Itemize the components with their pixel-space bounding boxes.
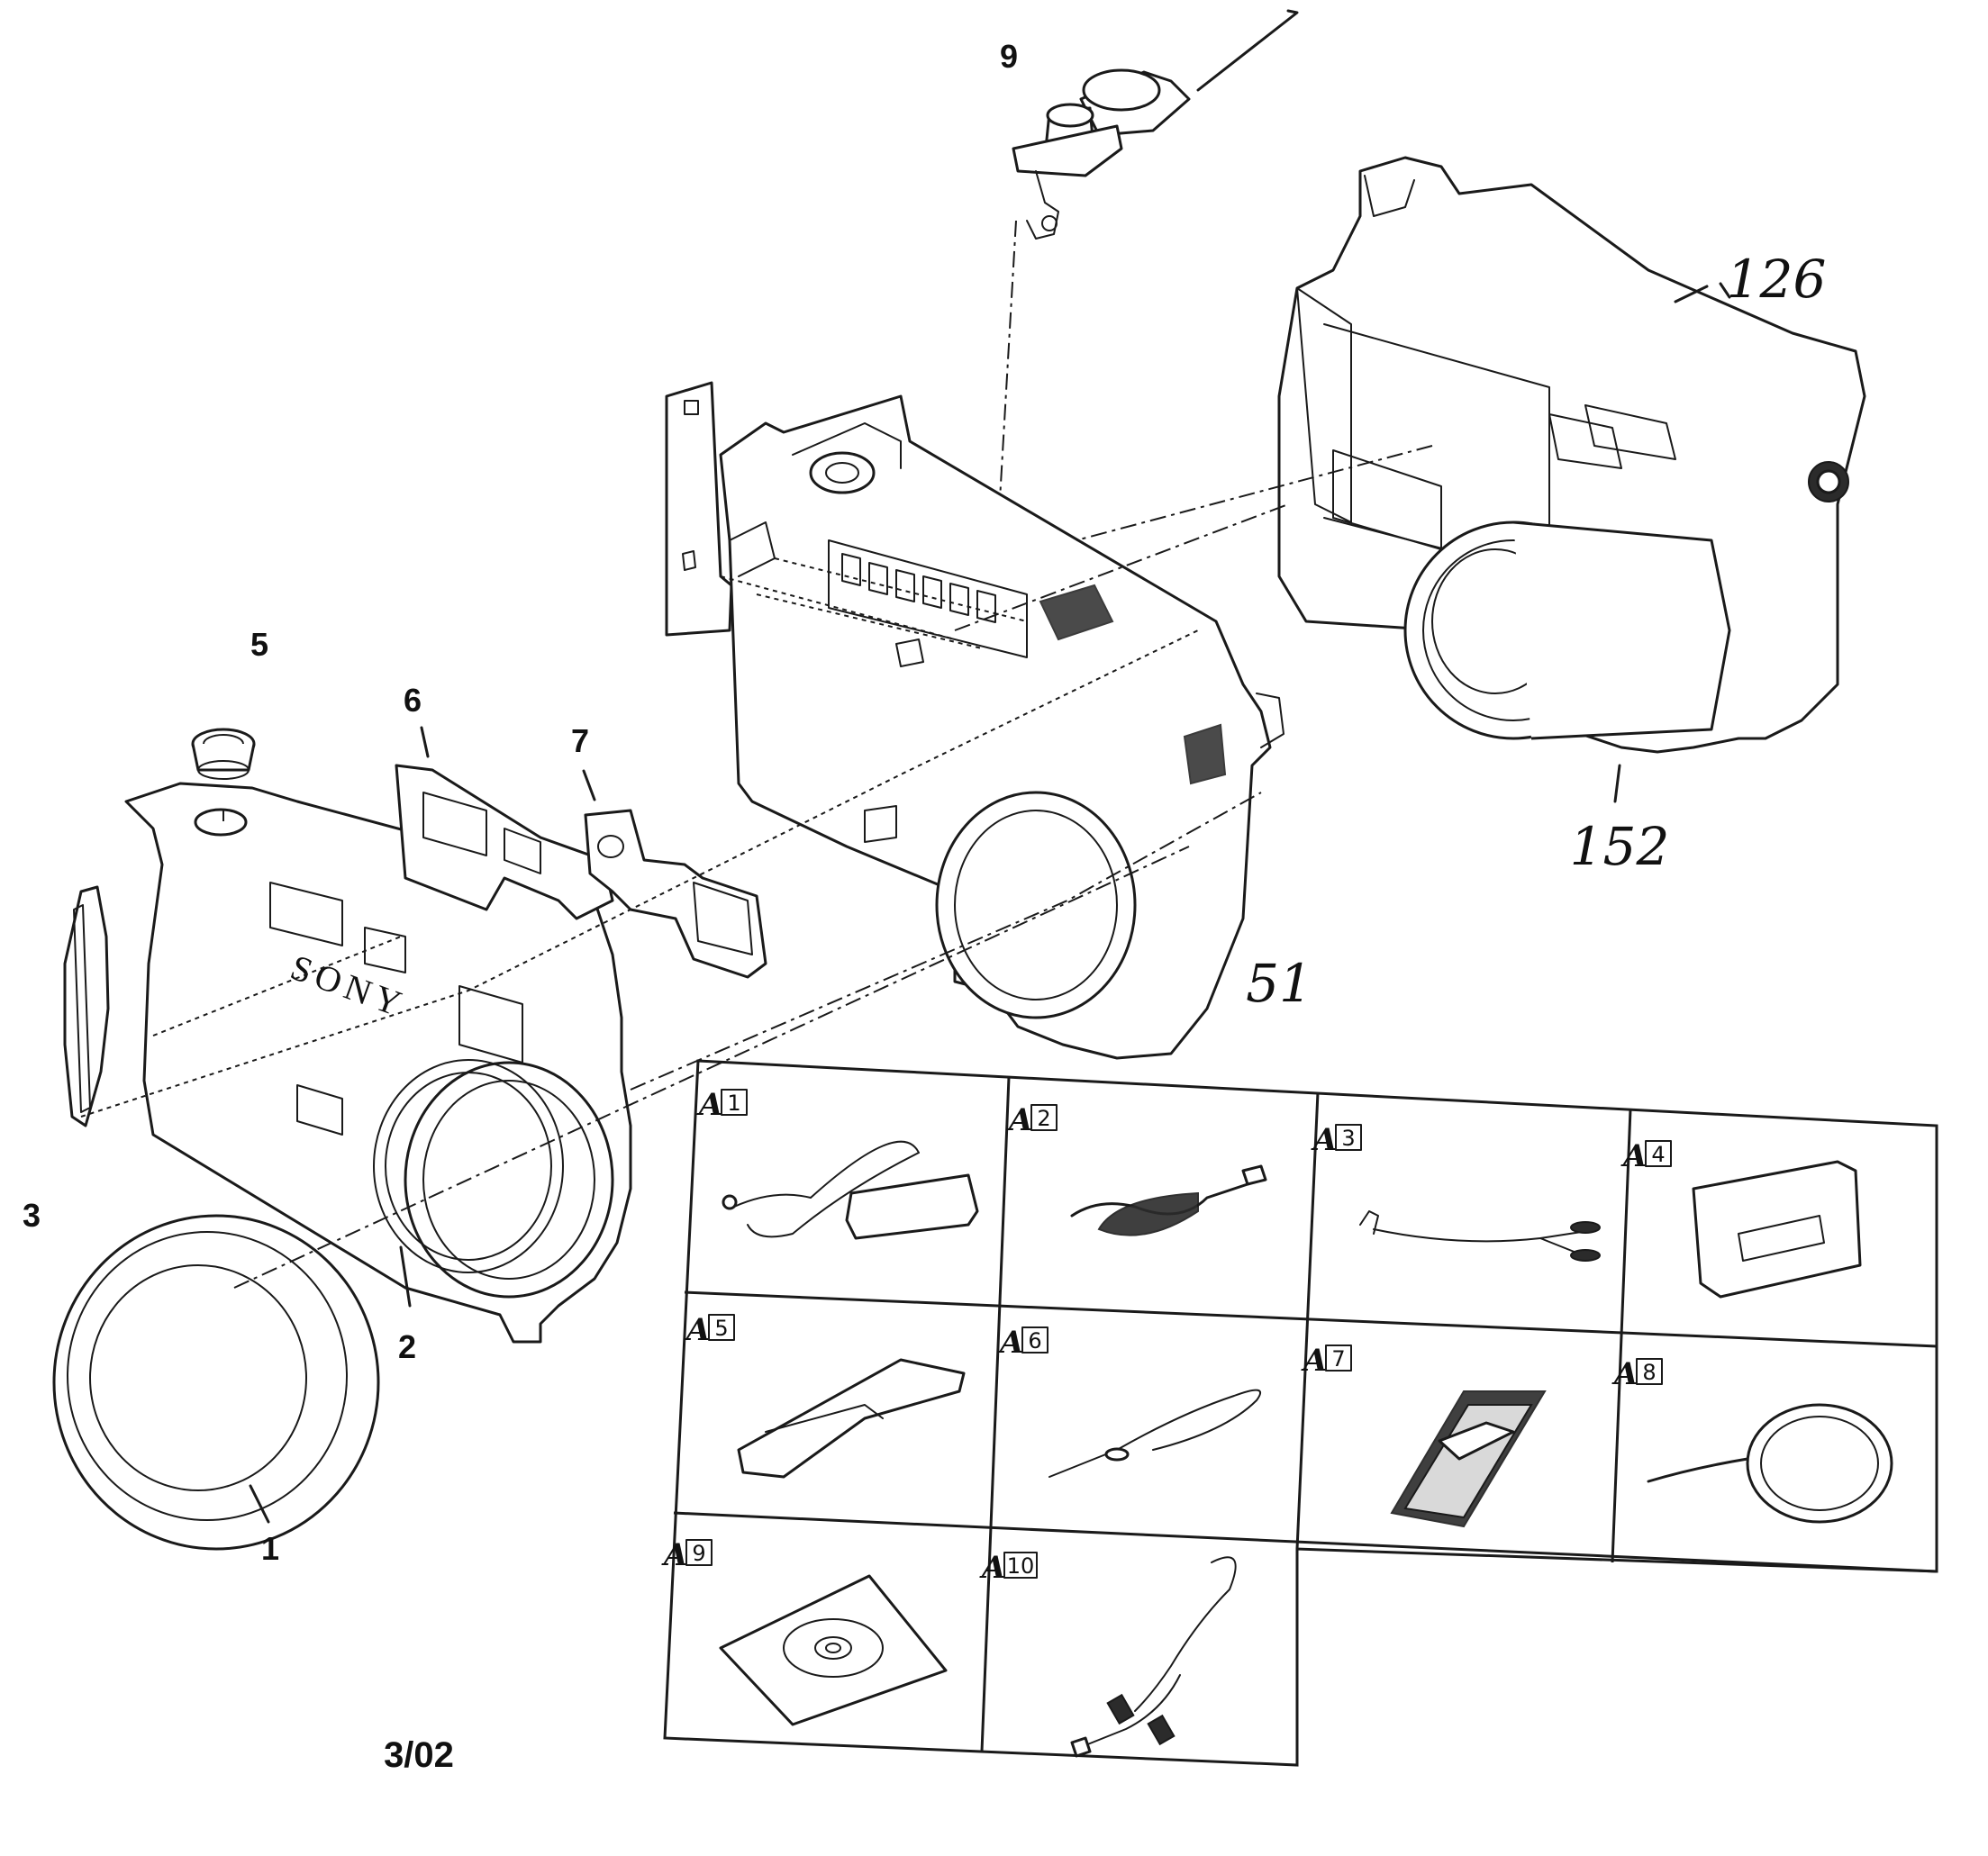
acc-label-7: A 7 [1301,1343,1352,1379]
acc-label-4: A 4 [1620,1138,1672,1174]
part-2-lens-ring-inner [373,1059,564,1308]
part-9-flash-assembly [999,9,1299,501]
svg-text:A: A [1620,1138,1647,1174]
svg-text:2: 2 [1037,1106,1050,1131]
part-7-window-plate [582,769,767,979]
svg-text:8: 8 [1642,1360,1656,1385]
accessory-5-strap [737,1358,966,1479]
part-152-lens-block [1076,156,1866,803]
accessory-7-memory-stick [1390,1390,1547,1528]
svg-text:A: A [1311,1122,1337,1158]
part-1-lens-ring [52,1214,380,1551]
svg-text:A: A [661,1537,687,1573]
label-part-5: 5 [250,626,268,663]
accessory-2-power-cord [1070,1164,1267,1236]
accessory-9-cd-rom [719,1574,948,1726]
accessory-8-lens-cap [1647,1403,1893,1524]
acc-label-2: A 2 [1006,1102,1058,1138]
label-part-152: 152 [1570,816,1670,877]
svg-text:4: 4 [1651,1142,1665,1167]
acc-label-10: A 10 [979,1550,1038,1586]
acc-label-5: A 5 [684,1312,735,1348]
svg-text:A: A [1611,1356,1638,1392]
svg-text:A: A [997,1325,1023,1361]
svg-text:A: A [1301,1343,1327,1379]
svg-text:A: A [1006,1102,1032,1138]
alignment-lines [80,503,1289,1289]
acc-label-3: A 3 [1311,1122,1362,1158]
svg-text:10: 10 [1007,1553,1035,1579]
label-part-2: 2 [398,1328,416,1365]
acc-label-8: A 8 [1611,1356,1663,1392]
date-code: 3/02 [384,1735,454,1775]
acc-label-1: A 1 [696,1087,748,1123]
svg-text:A: A [696,1087,722,1123]
svg-text:6: 6 [1028,1328,1041,1354]
label-part-3: 3 [23,1197,41,1234]
acc-label-6: A 6 [997,1325,1048,1361]
label-part-51: 51 [1246,953,1312,1014]
svg-text:3: 3 [1341,1126,1355,1151]
svg-text:A: A [684,1312,710,1348]
part-5-eyepiece [191,728,256,812]
label-part-126: 126 [1727,249,1827,310]
svg-text:7: 7 [1331,1346,1345,1372]
label-part-6: 6 [404,682,422,719]
accessory-6-wrist-strap [1048,1389,1262,1478]
accessory-grid [663,1059,1938,1767]
label-part-9: 9 [1000,38,1018,75]
svg-text:1: 1 [727,1091,740,1116]
part-51-frame [665,381,1284,1060]
part-front-cabinet [124,782,632,1344]
accessory-1-ac-adapter [722,1140,979,1240]
accessory-4-battery [1692,1160,1862,1299]
svg-text:9: 9 [692,1541,705,1566]
label-part-1: 1 [261,1530,279,1567]
svg-text:A: A [979,1550,1005,1586]
accessory-3-av-cable [1359,1210,1601,1262]
accessory-10-usb-cable [1070,1556,1237,1758]
label-part-7: 7 [571,722,589,759]
acc-label-9: A 9 [661,1537,713,1573]
part-3-side-panel [63,885,110,1127]
svg-text:5: 5 [714,1316,728,1341]
part-6-window-plate [395,726,614,920]
